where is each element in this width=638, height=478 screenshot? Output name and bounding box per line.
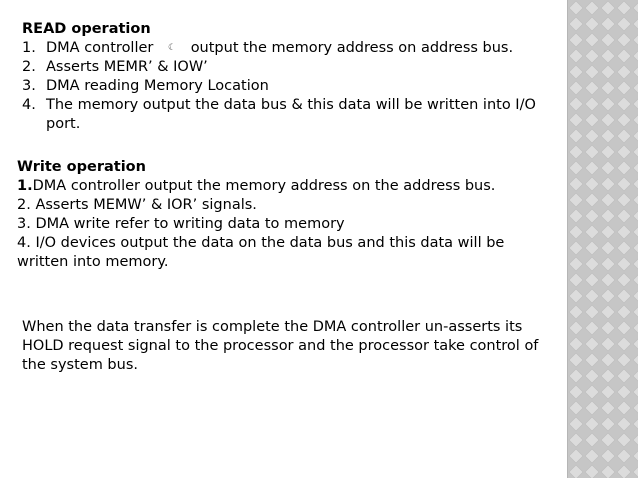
write-operation-section: Write operation 1.DMA controller output … — [17, 158, 557, 272]
read-step-4: 4. The memory output the data bus & this… — [22, 97, 536, 132]
write-step-1: 1.DMA controller output the memory addre… — [17, 178, 496, 194]
read-step-3-text: DMA reading Memory Location — [46, 78, 269, 94]
write-operation-heading: Write operation — [17, 159, 146, 175]
read-step-4-text: The memory output the data bus & this da… — [46, 97, 536, 132]
write-step-2: 2. Asserts MEMW’ & IOR’ signals. — [17, 197, 257, 213]
read-step-1-text-end: output the memory address on address bus… — [190, 40, 514, 56]
read-operation-section: READ operation 1. DMA controller ☾ outpu… — [22, 20, 562, 134]
decorative-side-panel — [567, 0, 638, 478]
read-step-1-text-start: DMA controller — [46, 40, 154, 56]
read-step-3: 3. DMA reading Memory Location — [22, 78, 269, 94]
slide-content: READ operation 1. DMA controller ☾ outpu… — [17, 20, 562, 373]
write-step-3: 3. DMA write refer to writing data to me… — [17, 216, 345, 232]
moon-icon: ☾ — [168, 43, 177, 53]
read-steps-list: 1. DMA controller ☾ output the memory ad… — [22, 39, 562, 134]
read-operation-heading: READ operation — [22, 21, 151, 37]
read-step-2: 2. Asserts MEMR’ & IOW’ — [22, 59, 208, 75]
diamond-pattern — [568, 0, 638, 478]
read-step-1: 1. DMA controller ☾ output the memory ad… — [22, 40, 514, 56]
transfer-complete-paragraph: When the data transfer is complete the D… — [22, 319, 539, 373]
write-step-4: 4. I/O devices output the data on the da… — [17, 235, 505, 270]
read-step-2-text: Asserts MEMR’ & IOW’ — [46, 59, 208, 75]
